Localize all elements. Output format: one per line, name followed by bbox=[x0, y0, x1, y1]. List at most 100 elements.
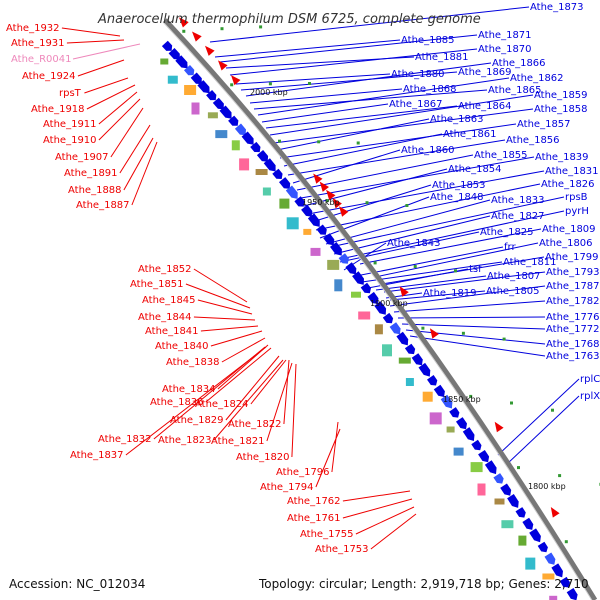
forward-gene-arrow bbox=[500, 483, 512, 496]
gene-label-athe-1782: Athe_1782 bbox=[546, 296, 600, 307]
feature-block bbox=[215, 130, 228, 139]
reverse-gene-arrow bbox=[429, 328, 439, 339]
connector-athe-1840 bbox=[210, 330, 263, 347]
connector-athe-1867 bbox=[261, 103, 389, 123]
feature-block bbox=[191, 102, 200, 115]
gene-marker bbox=[517, 466, 520, 470]
connector-athe-1887 bbox=[131, 141, 158, 206]
gene-label-athe-1860: Athe_1860 bbox=[401, 145, 455, 156]
feature-block bbox=[239, 158, 250, 171]
feature-block bbox=[207, 112, 218, 119]
gene-label-athe-1851: Athe_1851 bbox=[130, 279, 184, 290]
genome-title: Anaerocellum thermophilum DSM 6725, comp… bbox=[97, 12, 481, 27]
feature-block bbox=[262, 187, 271, 196]
reverse-gene-arrow bbox=[326, 189, 336, 201]
gene-label-athe-1763: Athe_1763 bbox=[546, 351, 600, 362]
gene-marker bbox=[461, 331, 465, 335]
gene-label-athe-1841: Athe_1841 bbox=[145, 326, 199, 337]
gene-label-athe-1822: Athe_1822 bbox=[228, 419, 282, 430]
forward-gene-arrow bbox=[374, 301, 387, 315]
gene-label-athe-1796: Athe_1796 bbox=[276, 467, 330, 478]
connector-athe-1859 bbox=[269, 94, 534, 136]
gene-label-athe-1806: Athe_1806 bbox=[539, 238, 593, 249]
gene-marker bbox=[373, 261, 377, 265]
gene-marker bbox=[220, 27, 224, 31]
connector-athe-1831 bbox=[307, 170, 545, 215]
gene-label-athe-1871: Athe_1871 bbox=[478, 30, 532, 41]
feature-block bbox=[422, 391, 433, 402]
accession-text: Accession: NC_012034 bbox=[9, 577, 145, 591]
connector-athe-1761 bbox=[342, 498, 413, 519]
gene-label-athe-1863: Athe_1863 bbox=[430, 114, 484, 125]
connector-athe-1851 bbox=[185, 283, 251, 309]
gene-label-athe-1858: Athe_1858 bbox=[534, 104, 588, 115]
feature-block bbox=[477, 483, 486, 496]
forward-gene-arrow bbox=[184, 65, 195, 76]
connector-athe-1768 bbox=[405, 329, 546, 345]
gene-label-athe-1867: Athe_1867 bbox=[389, 99, 443, 110]
connector-athe-1931 bbox=[66, 39, 125, 44]
connector-athe-1911 bbox=[98, 91, 138, 125]
forward-gene-arrow bbox=[330, 242, 342, 256]
forward-gene-arrow bbox=[411, 353, 423, 366]
forward-gene-arrow bbox=[316, 224, 327, 235]
gene-label-athe-1762: Athe_1762 bbox=[287, 496, 341, 507]
gene-label-athe-1772: Athe_1772 bbox=[546, 324, 600, 335]
genome-backbone bbox=[162, 18, 598, 600]
label-connectors bbox=[61, 6, 580, 550]
feature-block bbox=[279, 198, 290, 209]
forward-gene-arrow bbox=[234, 123, 246, 136]
connector-athe-1924 bbox=[77, 59, 125, 77]
reverse-gene-arrow bbox=[399, 286, 409, 297]
gene-label-rplx: rplX bbox=[580, 391, 600, 402]
gene-marker bbox=[325, 199, 329, 203]
gene-label-athe-1911: Athe_1911 bbox=[43, 119, 97, 130]
gene-marker bbox=[182, 29, 186, 33]
connector-rpsb bbox=[334, 196, 565, 247]
forward-gene-arrow bbox=[537, 541, 548, 553]
forward-gene-arrow bbox=[529, 528, 541, 543]
reverse-gene-arrow bbox=[550, 507, 560, 518]
connector-athe-1862 bbox=[257, 77, 510, 116]
forward-gene-arrow bbox=[256, 150, 269, 162]
gene-label-athe-1870: Athe_1870 bbox=[478, 44, 532, 55]
feature-block bbox=[286, 217, 299, 230]
kbp-tick-1800-kbp: 1800 kbp bbox=[528, 482, 566, 491]
connector-athe-1864 bbox=[265, 105, 458, 129]
feature-block bbox=[310, 247, 321, 256]
gene-label-athe-1856: Athe_1856 bbox=[506, 135, 560, 146]
connector-athe-1856 bbox=[287, 139, 506, 176]
connector-athe-1838 bbox=[221, 337, 266, 363]
gene-marker bbox=[564, 540, 568, 544]
gene-label-athe-1834: Athe_1834 bbox=[162, 384, 216, 395]
gene-label-athe-1820: Athe_1820 bbox=[236, 452, 290, 463]
connector-athe-1806 bbox=[379, 242, 539, 277]
forward-gene-arrow bbox=[161, 40, 173, 51]
gene-marker bbox=[278, 139, 281, 143]
forward-gene-arrow bbox=[471, 439, 482, 451]
forward-gene-arrow bbox=[263, 158, 276, 172]
connector-athe-1755 bbox=[355, 506, 415, 535]
gene-label-athe-1768: Athe_1768 bbox=[546, 339, 600, 350]
connector-athe-1833 bbox=[325, 199, 491, 245]
connector-frr bbox=[355, 246, 504, 277]
gene-label-athe-1907: Athe_1907 bbox=[55, 152, 109, 163]
forward-gene-arrow bbox=[272, 168, 283, 179]
connector-athe-1910 bbox=[98, 98, 141, 141]
reverse-gene-arrow bbox=[339, 206, 349, 217]
kbp-tick-1850-kbp: 1850 kbp bbox=[443, 395, 481, 404]
forward-gene-arrow bbox=[493, 473, 504, 484]
feature-block bbox=[494, 498, 505, 505]
feature-block bbox=[231, 140, 240, 151]
connector-athe-1793 bbox=[383, 271, 546, 293]
gene-label-rpst: rpsT bbox=[59, 88, 82, 99]
connector-athe-1841 bbox=[200, 325, 259, 332]
forward-gene-arrow bbox=[279, 177, 291, 189]
connector-athe-1871 bbox=[219, 34, 478, 63]
connector-athe-1763 bbox=[409, 335, 546, 357]
connector-athe-1824 bbox=[250, 359, 287, 405]
forward-gene-arrow bbox=[323, 233, 335, 246]
gene-label-athe-1931: Athe_1931 bbox=[11, 38, 65, 49]
